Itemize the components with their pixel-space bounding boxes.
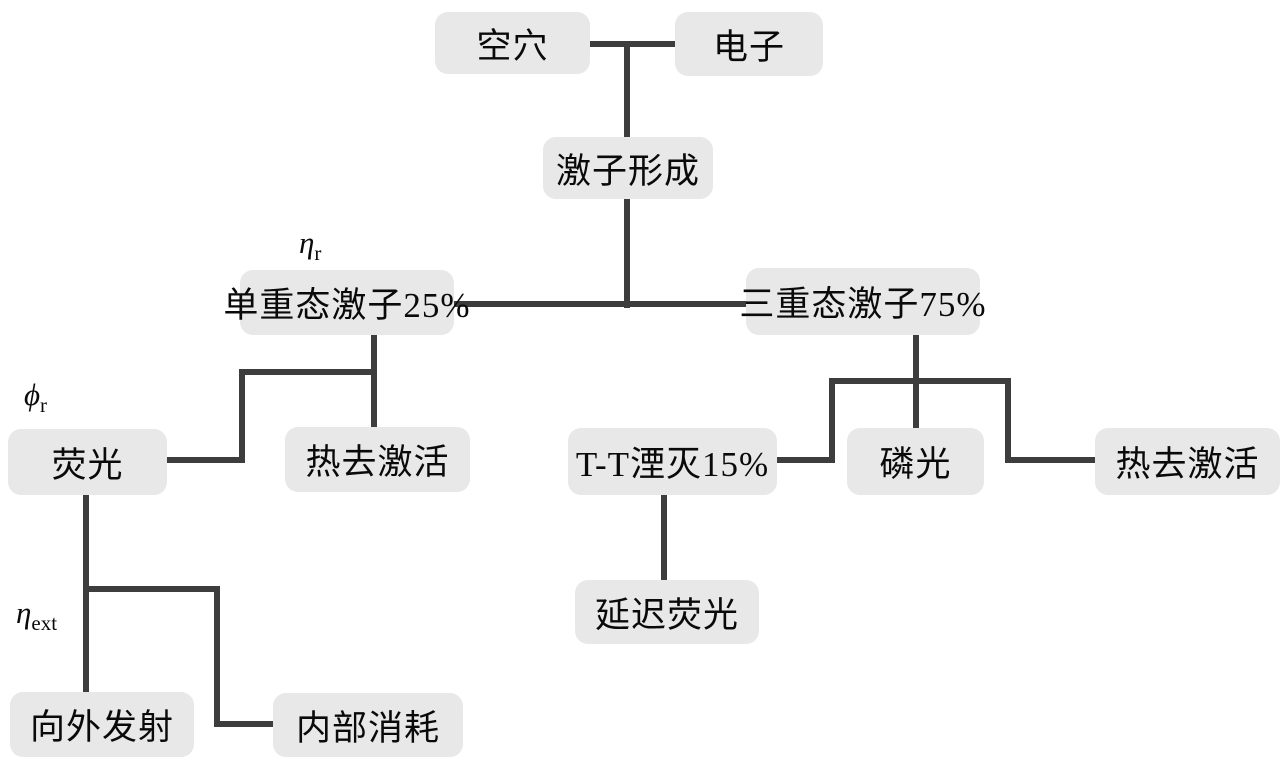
connector-emission-branch-v: [214, 586, 220, 727]
label-phi-r-subscript: r: [40, 393, 48, 417]
node-delayed-fluorescence: 延迟荧光: [575, 580, 759, 644]
node-exciton-formation-label: 激子形成: [555, 151, 700, 191]
node-electron-label: 电子: [712, 27, 785, 67]
label-eta-ext-subscript: ext: [31, 611, 58, 635]
node-triplet-exciton-label: 三重态激子75%: [739, 285, 987, 324]
node-phosphorescence: 磷光: [847, 428, 984, 495]
node-hole-label: 空穴: [476, 26, 549, 66]
node-outward-emission-label: 向外发射: [29, 708, 174, 747]
node-thermal-deactivation-left: 热去激活: [285, 427, 470, 492]
connector-singlet-branch-v: [239, 369, 245, 463]
label-eta-r-symbol: η: [299, 225, 315, 260]
node-hole: 空穴: [435, 12, 590, 74]
connector-singlet-down: [371, 333, 377, 429]
connector-tt-branch-v: [829, 378, 835, 463]
connector-into-internal: [214, 721, 275, 727]
node-fluorescence: 荧光: [8, 429, 167, 495]
node-internal-consumption: 内部消耗: [273, 693, 463, 757]
node-exciton-formation: 激子形成: [543, 137, 713, 199]
node-delayed-fluorescence-label: 延迟荧光: [594, 595, 739, 635]
node-electron: 电子: [675, 12, 823, 76]
connector-fluorescence-down: [83, 495, 89, 694]
node-tt-annihilation-label: T-T湮灭15%: [575, 445, 770, 484]
node-phosphorescence-label: 磷光: [879, 445, 952, 484]
label-phi-r-symbol: ϕ: [24, 377, 41, 412]
node-triplet-exciton: 三重态激子75%: [739, 268, 986, 335]
connector-into-tt: [775, 457, 835, 463]
node-thermal-deactivation-right: 热去激活: [1095, 428, 1280, 495]
label-phi-r: ϕr: [24, 377, 47, 418]
connector-emission-branch-h: [83, 586, 220, 592]
node-tt-annihilation: T-T湮灭15%: [568, 428, 777, 495]
node-singlet-exciton-label: 单重态激子25%: [223, 286, 471, 325]
node-thermal-deactivation-right-label: 热去激活: [1115, 445, 1260, 484]
connector-tt-to-delayed: [661, 495, 667, 582]
connector-singlet-branch-h: [239, 369, 377, 375]
connector-pair-to-exciton: [624, 44, 630, 139]
connector-hole-electron: [586, 41, 678, 47]
node-thermal-deactivation-left-label: 热去激活: [305, 443, 450, 482]
connector-triplet-branch-h: [829, 378, 1011, 384]
label-eta-ext: ηext: [16, 595, 57, 636]
node-outward-emission: 向外发射: [10, 692, 194, 757]
label-eta-r: ηr: [299, 225, 321, 266]
connector-singlet-triplet: [452, 301, 748, 307]
node-singlet-exciton: 单重态激子25%: [223, 270, 470, 335]
connector-exciton-down: [624, 196, 630, 308]
connector-into-thermal-right: [1005, 457, 1097, 463]
connector-thermal-right-branch-v: [1005, 378, 1011, 463]
node-fluorescence-label: 荧光: [51, 445, 124, 485]
connector-into-fluorescence: [165, 457, 245, 463]
label-eta-ext-symbol: η: [16, 595, 32, 630]
node-internal-consumption-label: 内部消耗: [295, 708, 440, 748]
label-eta-r-subscript: r: [314, 241, 322, 265]
